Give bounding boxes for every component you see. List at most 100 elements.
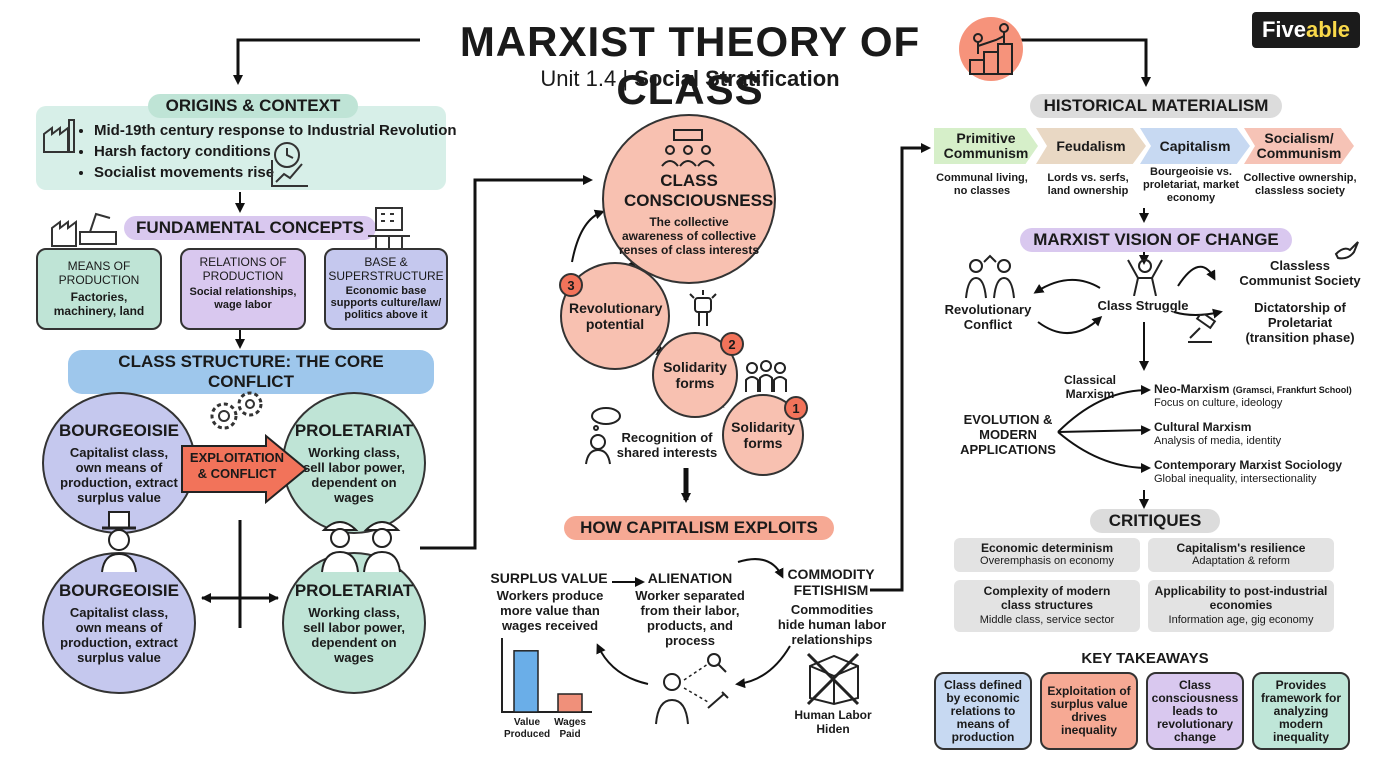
exploitation-label: EXPLOITATION & CONFLICT — [184, 450, 290, 482]
critique-card: Complexity of modern class structures Mi… — [954, 580, 1140, 632]
bourgeoisie-circle-bottom: BOURGEOISIE Capitalist class, own means … — [42, 552, 196, 694]
crossed-box-icon — [804, 650, 862, 711]
surplus-value-title: SURPLUS VALUE — [490, 570, 608, 586]
raised-fist-icon — [686, 288, 720, 333]
step-badge-2: 2 — [720, 332, 744, 356]
step-number: 2 — [728, 336, 736, 352]
raised-hands-icon — [1120, 256, 1170, 301]
vision-title: MARXIST VISION OF CHANGE — [1020, 228, 1292, 252]
stage-feudalism: Feudalism — [1036, 128, 1146, 164]
building-structure-icon — [364, 206, 414, 255]
brand-text-a: Five — [1261, 17, 1306, 42]
evolution-title: EVOLUTION & MODERN APPLICATIONS — [960, 412, 1056, 457]
base-desc: Economic base supports culture/law/ poli… — [330, 285, 442, 321]
relations-title: RELATIONS OF PRODUCTION — [199, 255, 287, 283]
classical-marxism-label: Classical Marxism — [1063, 373, 1117, 401]
critique-card: Economic determinism Overemphasis on eco… — [954, 538, 1140, 572]
stage-label: Primitive Communism — [943, 130, 1029, 161]
factory-icon — [42, 118, 76, 159]
base-superstructure-box: BASE & SUPERSTRUCTURE Economic base supp… — [324, 248, 448, 330]
proletariat-desc: Working class, sell labor power, depende… — [303, 445, 405, 505]
revolutionary-label: Revolutionary potential — [569, 300, 663, 332]
stage-label: Feudalism — [1056, 137, 1126, 154]
bar-chart-svg — [501, 638, 592, 713]
group-people-icon — [742, 358, 790, 399]
solidarity-forms-circle-1: Solidarity forms — [722, 394, 804, 476]
critique-title: Economic determinism — [980, 541, 1114, 555]
means-of-production-box: MEANS OF PRODUCTION Factories, machinery… — [36, 248, 162, 330]
stage-desc: Bourgeoisie vs. proletariat, market econ… — [1143, 166, 1239, 204]
proletariat-desc: Working class, sell labor power, depende… — [303, 605, 405, 665]
relations-desc: Social relationships, wage labor — [189, 286, 297, 311]
stage-capitalism: Capitalism — [1140, 128, 1250, 164]
origins-item: Harsh factory conditions — [94, 143, 474, 160]
exploitation-label-a: EXPLOITATION — [189, 450, 285, 465]
exploitation-arrow — [180, 433, 310, 509]
takeaway-card: Class consciousness leads to revolutiona… — [1146, 672, 1244, 750]
crowd-sign-icon — [658, 128, 718, 173]
consciousness-desc: The collective awareness of collective r… — [618, 215, 760, 257]
critique-title: Complexity of modern class structures — [983, 584, 1111, 612]
proletariat-circle-top: PROLETARIAT Working class, sell labor po… — [282, 392, 426, 534]
page-title: MARXIST THEORY OF CLASS — [459, 18, 921, 113]
factory-machinery-icon — [50, 208, 120, 253]
alienation-desc: Worker separated from their labor, produ… — [635, 588, 745, 648]
step-badge-3: 3 — [559, 273, 583, 297]
stage-primitive-communism: Primitive Communism — [934, 128, 1038, 164]
bourgeoisie-label: BOURGEOISIE — [59, 421, 179, 440]
brand-text-b: able — [1306, 17, 1351, 42]
origins-list: Mid-19th century response to Industrial … — [74, 122, 474, 185]
takeaway-text: Provides framework for analyzing modern … — [1260, 677, 1342, 744]
stage-desc: Communal living, no classes — [936, 172, 1028, 197]
origins-item: Mid-19th century response to Industrial … — [94, 122, 474, 139]
step-badge-1: 1 — [784, 396, 808, 420]
contemporary-sociology-title: Contemporary Marxist Sociology — [1154, 458, 1343, 472]
critique-title: Applicability to post-industrial economi… — [1154, 584, 1328, 612]
gears-icon — [204, 386, 270, 441]
critiques-title: CRITIQUES — [1090, 509, 1220, 533]
clock-icon — [272, 140, 302, 175]
exploitation-label-b: & CONFLICT — [197, 466, 277, 481]
critique-desc: Overemphasis on economy — [980, 555, 1114, 567]
subtitle-topic: Social Stratification — [634, 66, 840, 91]
revolutionary-conflict-label: Revolutionary Conflict — [944, 302, 1032, 332]
commodity-desc: Commodities hide human labor relationshi… — [777, 602, 887, 647]
means-desc: Factories, machinery, land — [53, 290, 145, 318]
class-consciousness-circle: CLASS CONSCIOUSNESS The collective aware… — [602, 114, 776, 284]
fiveable-logo[interactable]: Fiveable — [1252, 12, 1360, 48]
base-title: BASE & SUPERSTRUCTURE — [328, 255, 444, 283]
neo-marxism-title: Neo-Marxism (Gramsci, Frankfurt School) — [1154, 382, 1374, 396]
page-subtitle: Unit 1.4 | Social Stratification — [430, 66, 950, 92]
takeaways-title: KEY TAKEAWAYS — [1081, 650, 1209, 667]
critique-card: Capitalism's resilience Adaptation & ref… — [1148, 538, 1334, 572]
classless-society-label: Classless Communist Society — [1239, 258, 1361, 288]
dove-icon — [1334, 240, 1360, 267]
commodity-title: COMMODITY FETISHISM — [787, 566, 875, 598]
proletariat-label: PROLETARIAT — [294, 421, 414, 440]
bar-wages-paid — [557, 693, 583, 713]
stage-label: Capitalism — [1159, 137, 1231, 154]
surplus-value-chart — [500, 638, 594, 714]
growth-chart-icon — [270, 158, 310, 193]
stage-socialism-communism: Socialism/ Communism — [1244, 128, 1354, 164]
alienation-title: ALIENATION — [647, 570, 733, 586]
cultural-marxism-title: Cultural Marxism — [1154, 420, 1252, 434]
class-struggle-label: Class Struggle — [1097, 298, 1189, 313]
exploits-title: HOW CAPITALISM EXPLOITS — [564, 516, 834, 540]
hardhat-workers-icon — [316, 512, 408, 579]
critique-desc: Information age, gig economy — [1168, 614, 1314, 626]
takeaway-text: Class defined by economic relations to m… — [943, 677, 1023, 744]
thinking-person-icon — [584, 406, 624, 471]
bourgeoisie-desc: Capitalist class, own means of productio… — [60, 605, 178, 665]
critique-desc: Adaptation & reform — [1192, 555, 1290, 567]
takeaway-card: Provides framework for analyzing modern … — [1252, 672, 1350, 750]
solidarity-label: Solidarity forms — [663, 359, 727, 391]
origins-item: Socialist movements rise — [94, 164, 474, 181]
relations-of-production-box: RELATIONS OF PRODUCTION Social relations… — [180, 248, 306, 330]
recognition-label: Recognition of shared interests — [616, 430, 718, 460]
origins-panel — [36, 106, 446, 190]
means-title: MEANS OF PRODUCTION — [58, 259, 140, 287]
critique-card: Applicability to post-industrial economi… — [1148, 580, 1334, 632]
gavel-icon — [1186, 310, 1220, 349]
bar-label-value-produced: Value Produced — [504, 717, 551, 740]
